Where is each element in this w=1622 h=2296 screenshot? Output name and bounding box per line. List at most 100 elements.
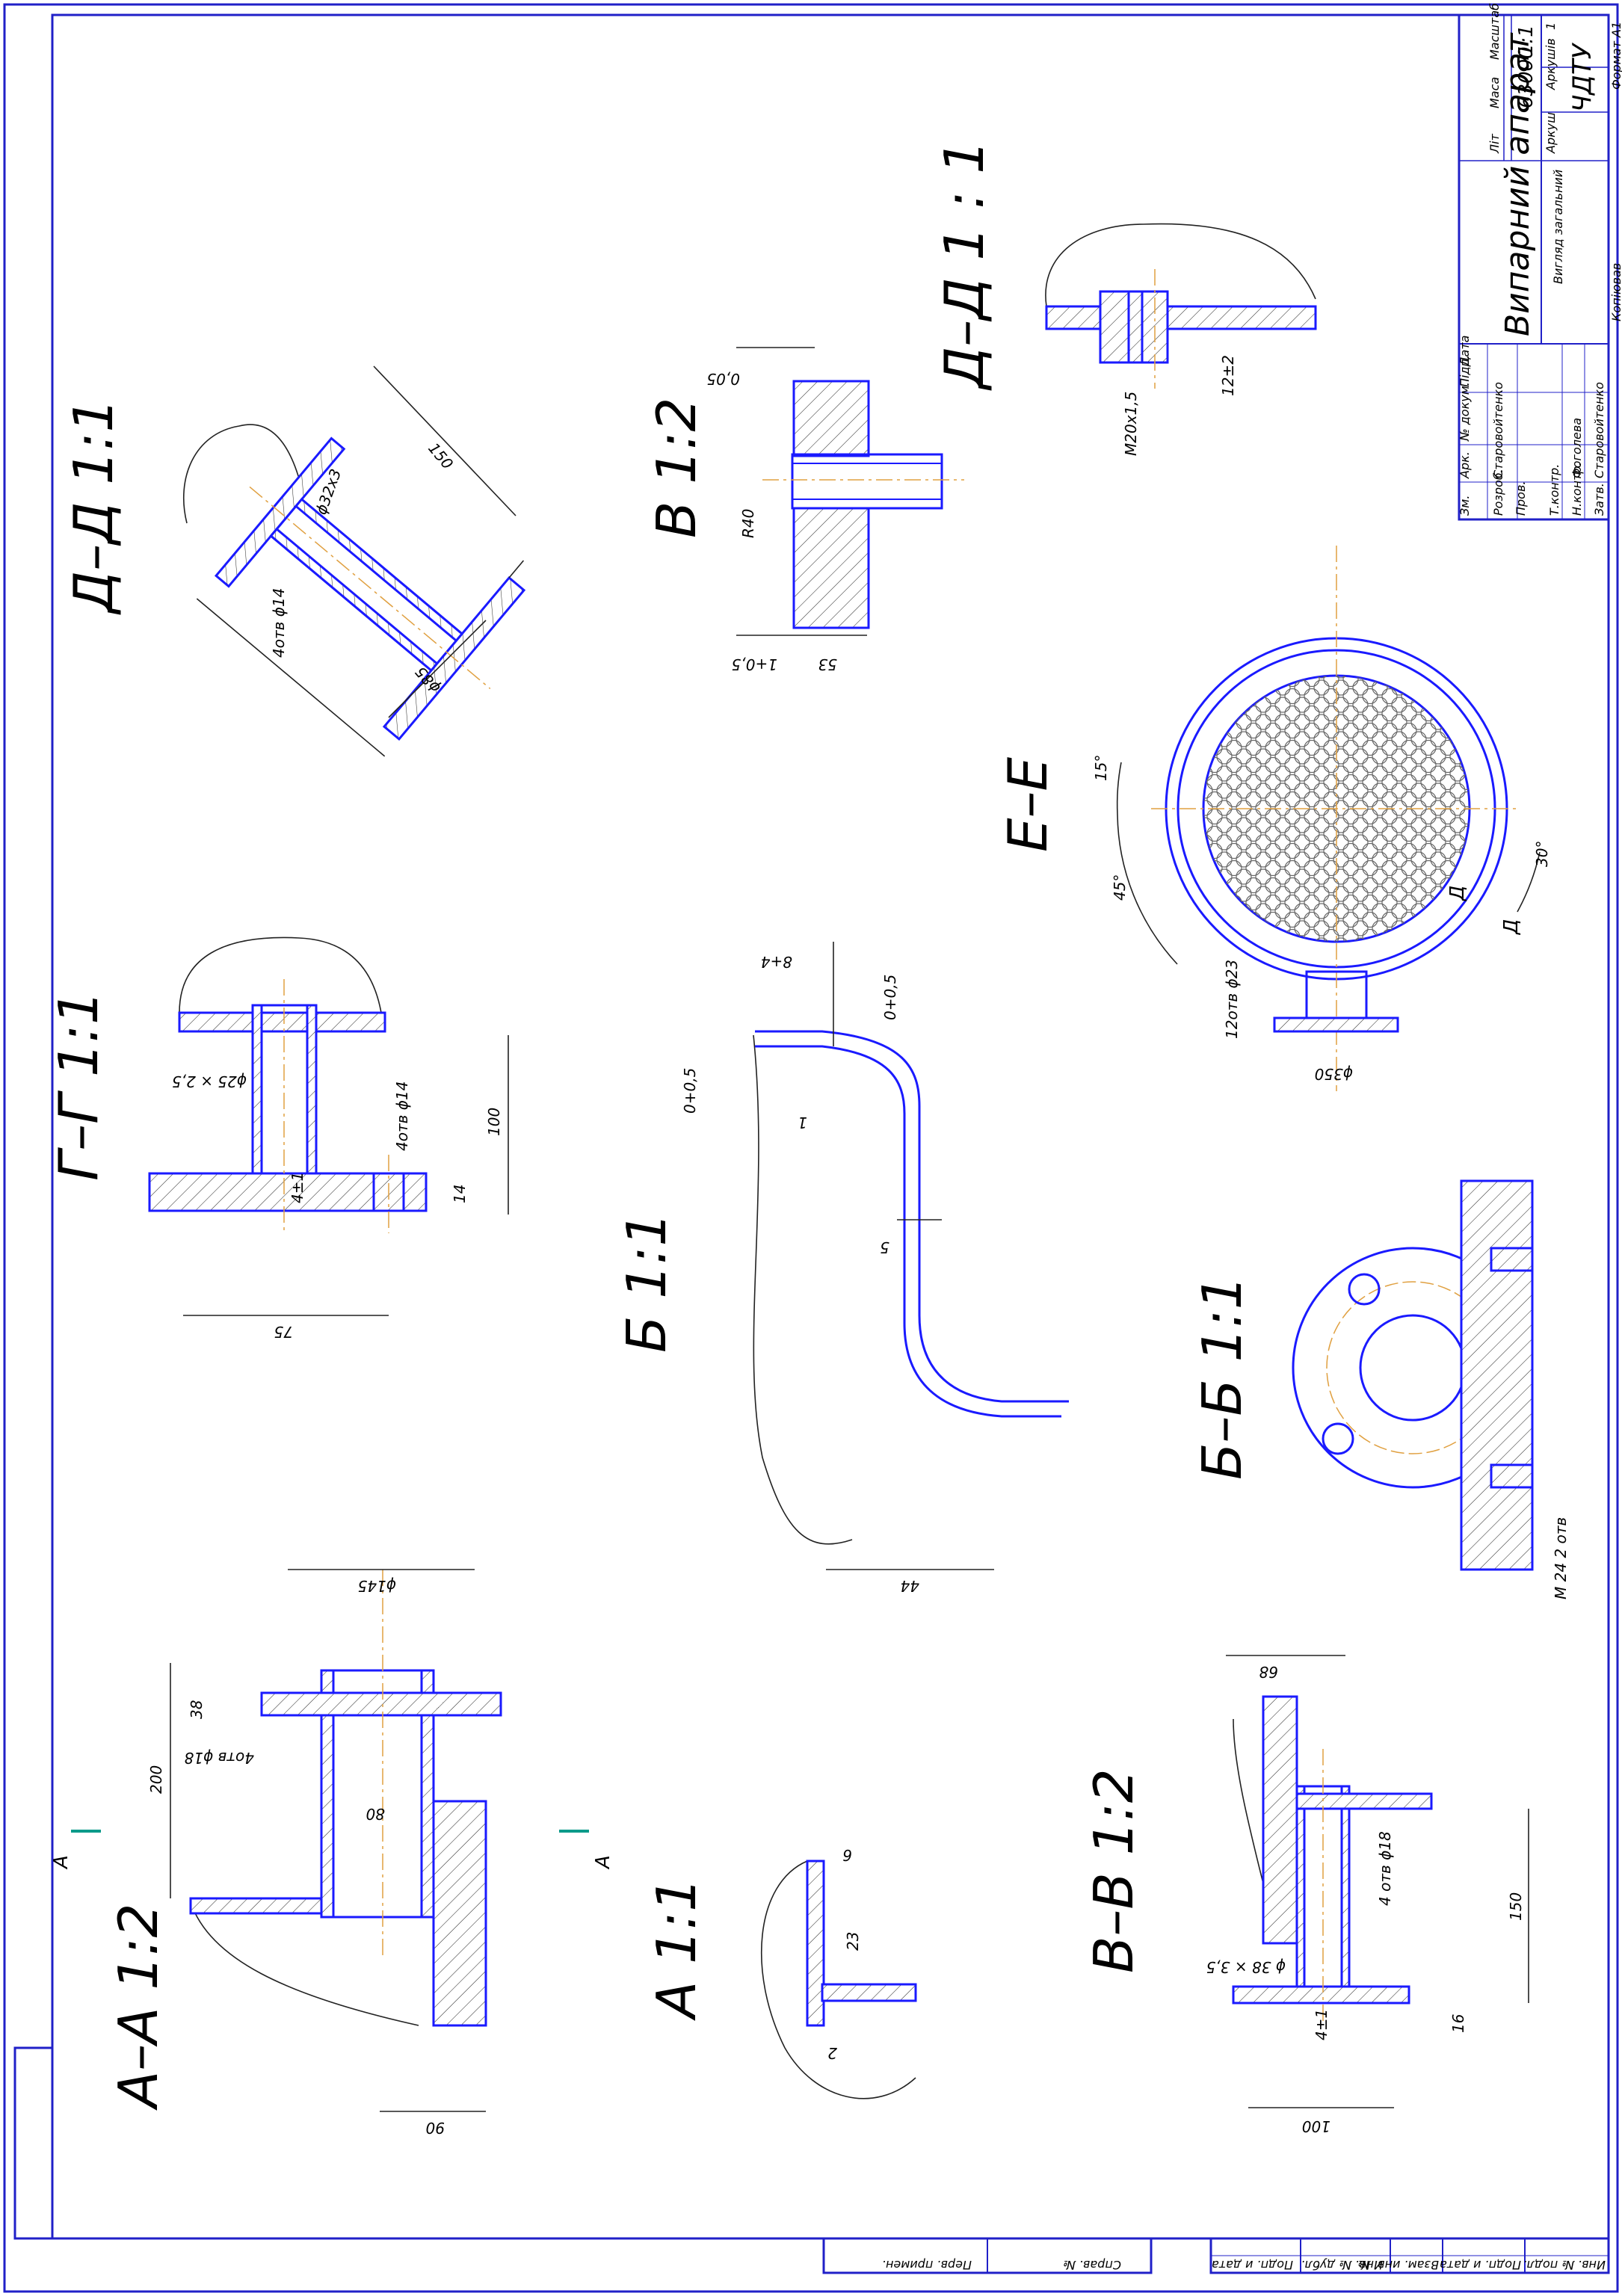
dim-v-14: 1+0,5: [732, 655, 777, 673]
b-shell-outline: [753, 1034, 853, 1545]
v-wall-upper: [792, 380, 870, 457]
dim-ee-45: 45°: [1111, 874, 1129, 901]
dim-b-84: 8+4: [761, 953, 792, 971]
title-block-role-zatv: Затв.: [1592, 483, 1606, 516]
dim-a-6: 6: [842, 1846, 852, 1864]
view-label-dd1: Д–Д 1:1: [62, 398, 125, 615]
strip-inv-podl: Инв. № подл.: [1523, 2258, 1606, 2272]
title-block-org: ЧДТУ: [1567, 42, 1597, 112]
dim-a-2: 2: [827, 2044, 837, 2062]
dim-b-005: 0+0,5: [881, 975, 899, 1020]
dim-gg-14: 14: [451, 1185, 469, 1203]
dim-aa-200: 200: [147, 1765, 165, 1794]
title-block-copied: Копіював: [1609, 263, 1622, 321]
dd2-shell-break: [1045, 223, 1316, 307]
view-label-gg: Г–Г 1:1: [47, 990, 110, 1181]
strip-podp-data-1: Подп. и дата: [1212, 2258, 1293, 2272]
ee-tube-field: [1203, 676, 1470, 942]
dim-ee-d350: ϕ350: [1315, 1065, 1353, 1083]
dim-dd2-m20: М20х1,5: [1122, 392, 1140, 456]
dim-gg-4otv: 4отв ϕ14: [393, 1081, 411, 1151]
title-block-row-ark: Арк.: [1458, 451, 1472, 479]
title-block-row-dokum: № докум.: [1458, 382, 1472, 442]
dim-gg-4: 4±1: [289, 1172, 306, 1203]
dim-a-23: 23: [844, 1932, 862, 1951]
strip-vzam-inv: Взам. инв. №: [1357, 2258, 1439, 2272]
title-block-sheets-count: 1: [1544, 22, 1558, 30]
dim-gg-d25: ϕ25 × 2,5: [172, 1073, 247, 1090]
bb-bolt-hole-1: [1348, 1273, 1381, 1306]
title-block-name: Випарний апарат: [1499, 32, 1537, 336]
dd2-wall: [1045, 305, 1317, 330]
title-block-name-zatv: Старовойтенко: [1592, 382, 1606, 478]
dim-v-005: 0,05: [706, 370, 740, 388]
view-label-aa: А–А 1:2: [107, 1904, 170, 2111]
view-aa: А–А 1:2 ϕ145 38 4отв ϕ18 200 80 90 А А: [50, 1569, 614, 2137]
aa-shell-outline: [190, 1901, 419, 2026]
dim-b-5: 5: [880, 1238, 889, 1256]
vv-bottom-flange: [1232, 1985, 1410, 2005]
view-b: Б 1:1 8+4 0+0,5 0+0,5 1 5 44: [615, 942, 1069, 1595]
bb-bolt-hole-2: [1322, 1422, 1354, 1455]
vv-top-flange: [1295, 1792, 1433, 1810]
dim-vv-4otv: 4 отв ϕ18: [1376, 1831, 1394, 1906]
title-block-sheet-label: Аркуш: [1544, 112, 1558, 154]
title-block-row-data: Дата: [1458, 336, 1472, 367]
title-block-sheets-label: Аркушів: [1544, 38, 1558, 90]
view-bb: Б–Б 1:1 М 24 2 отв: [1191, 1179, 1570, 1599]
dim-vv-d38: ϕ 38 × 3,5: [1206, 1958, 1286, 1976]
title-block-role-prov: Пров.: [1514, 481, 1528, 516]
dim-dd-4otv: 4отв ϕ14: [270, 588, 288, 658]
bottom-strip: Перв. примен. Справ. № Подп. и дата Инв.…: [822, 2237, 1610, 2274]
view-label-b: Б 1:1: [615, 1212, 678, 1353]
ee-d-letter-1: Д: [1446, 886, 1469, 901]
ee-arc-45: [1117, 814, 1178, 965]
dd-shell-break: [183, 424, 300, 524]
view-label-bb: Б–Б 1:1: [1191, 1275, 1253, 1480]
view-dd-top-left: Д–Д 1:1 150 ϕ32х3 4отв ϕ14 ϕ85: [62, 365, 526, 757]
dim-b-44: 44: [901, 1577, 919, 1595]
title-block-format: Формат A1: [1609, 22, 1622, 90]
dim-ee-30: 30°: [1533, 841, 1551, 867]
view-label-v: В 1:2: [645, 398, 708, 538]
title-block-role-nkontr: Н.контр.: [1570, 462, 1584, 516]
aa-mark-a-right: А: [592, 1855, 614, 1870]
b-bend-outer: [755, 1030, 1069, 1403]
title-block-mass: 63000: [1515, 46, 1538, 108]
dim-vv-68: 68: [1259, 1663, 1278, 1681]
title-block-mass-header: Маса: [1487, 77, 1502, 108]
title-block-name-rozrob: Старовойтенко: [1491, 382, 1505, 478]
outer-border: [3, 3, 1619, 2293]
bb-bore: [1359, 1314, 1467, 1422]
gg-flange: [148, 1172, 428, 1212]
strip-perv-primen: Перв. примен.: [882, 2258, 972, 2272]
dim-b-005b: 0+0,5: [681, 1068, 699, 1114]
a-wall: [806, 1860, 825, 2027]
vv-wall: [1262, 1695, 1298, 1945]
ee-arc-30: [1517, 851, 1541, 913]
dim-aa-4otv: 4отв ϕ18: [185, 1749, 254, 1767]
dim-dd2-12: 12±2: [1219, 355, 1237, 396]
gg-shell-break: [179, 936, 382, 1013]
aa-flange: [260, 1691, 502, 1717]
dim-vv-16: 16: [1449, 2014, 1467, 2033]
view-a: А 1:1 6 23 2: [645, 1846, 917, 2099]
dim-v-r40: R40: [739, 509, 757, 538]
title-block-scale: 1:1: [1515, 25, 1538, 56]
aa-mark-a-left: А: [50, 1855, 73, 1870]
dim-ee-12otv: 12отв ϕ23: [1223, 960, 1241, 1039]
ee-d-letter-2: Д: [1500, 919, 1523, 935]
view-vv: В–В 1:2 68 4 отв ϕ18 150 ϕ 38 × 3,5 4±1 …: [1082, 1655, 1529, 2135]
dim-vv-4: 4±1: [1313, 2009, 1330, 2040]
title-block-role-rozrob: Розроб.: [1491, 469, 1505, 516]
title-block-role-tkontr: Т.контр.: [1547, 464, 1561, 516]
view-label-vv: В–В 1:2: [1082, 1768, 1145, 1973]
dim-aa-38: 38: [188, 1700, 206, 1719]
view-v: В 1:2 0,05 R40 1+0,5 53: [645, 347, 964, 673]
dim-aa-80: 80: [366, 1805, 385, 1823]
view-label-a: А 1:1: [645, 1877, 708, 2021]
dd2-boss: [1099, 290, 1169, 364]
dim-b-1: 1: [798, 1114, 807, 1132]
title-block-name-nkontr: Фоголева: [1570, 418, 1584, 478]
